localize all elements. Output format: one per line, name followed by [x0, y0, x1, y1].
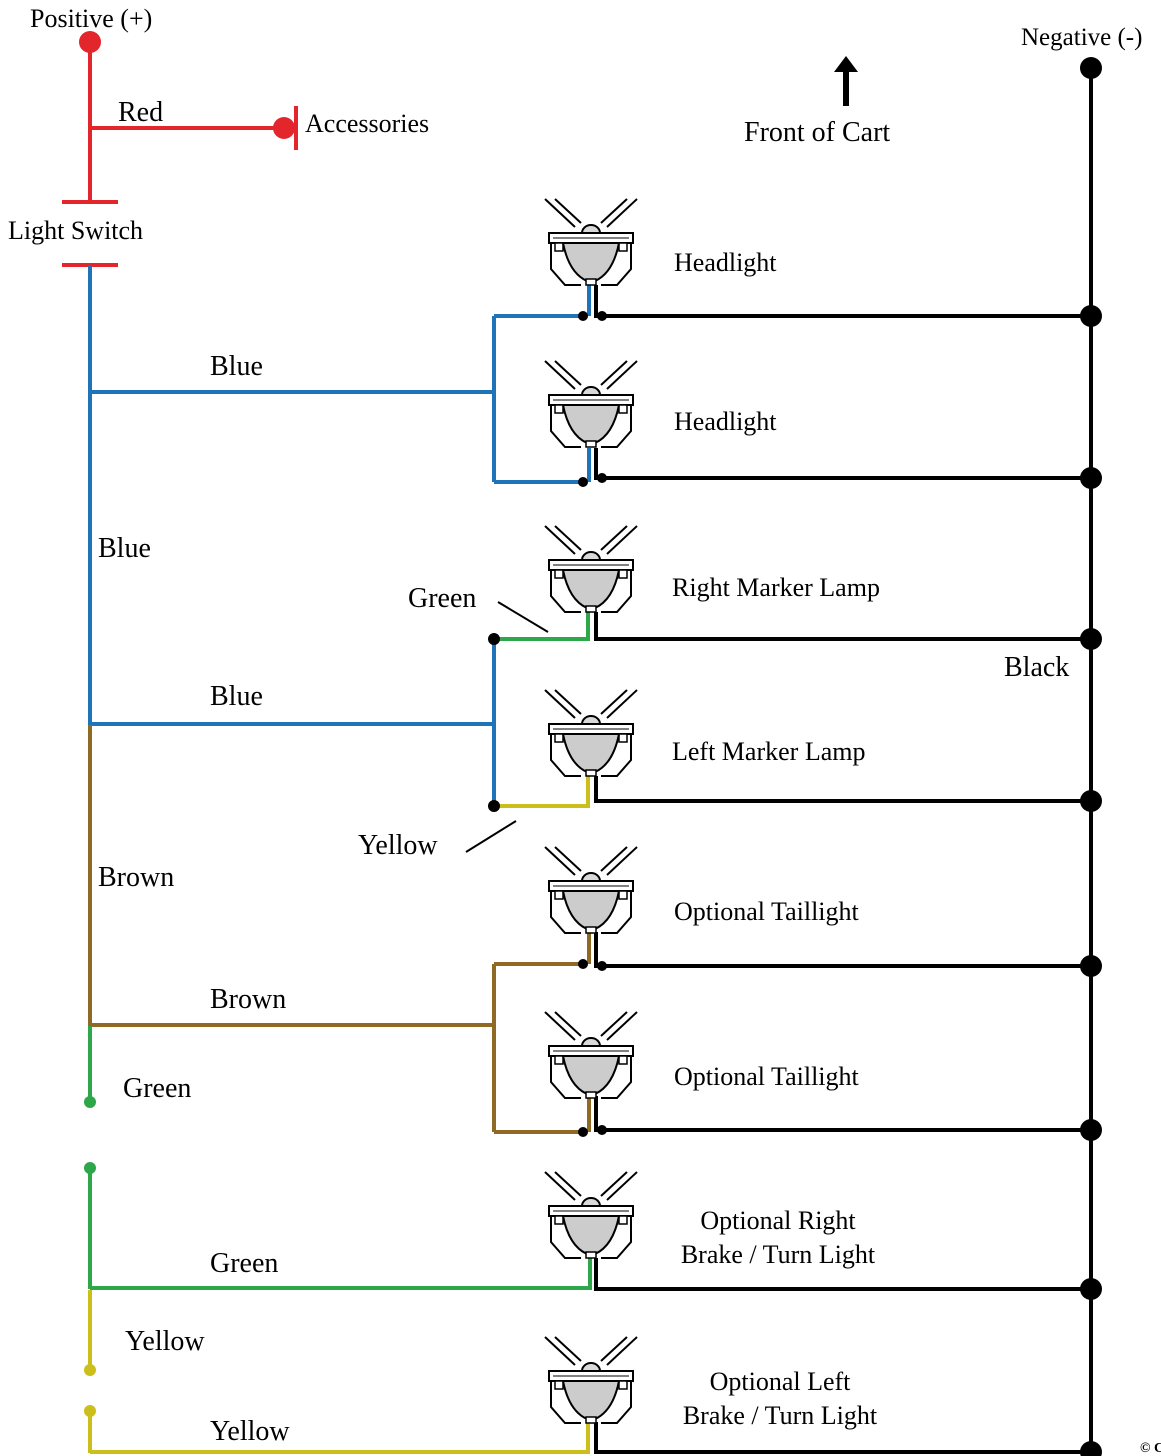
- blue-wire-label: Blue: [210, 681, 263, 712]
- lamp-label: Brake / Turn Light: [683, 1401, 878, 1430]
- junction-dot: [488, 800, 500, 812]
- marker-feeds: [494, 612, 590, 808]
- green-wire-label: Green: [210, 1248, 278, 1279]
- negative-bus: [594, 68, 1093, 1456]
- green-wire-label: Green: [123, 1073, 191, 1104]
- front-arrow-icon: [834, 56, 858, 106]
- accessories-terminal-dot: [273, 117, 295, 139]
- black-wire-label: Black: [1004, 652, 1069, 683]
- blue-wire-label: Blue: [98, 533, 151, 564]
- lamp-icon: [544, 198, 638, 286]
- lamps-layer: [544, 198, 638, 1424]
- positive-terminal-dot: [79, 31, 101, 53]
- lamp-icon: [544, 1171, 638, 1259]
- negative-label: Negative (-): [1021, 24, 1142, 51]
- green-marker-wire-label: Green: [408, 583, 476, 614]
- lamp-icon: [544, 360, 638, 448]
- positive-label: Positive (+): [30, 4, 152, 33]
- green-leader-line: [497, 601, 549, 633]
- green-terminal-dot: [84, 1096, 96, 1108]
- green-terminal-dot: [84, 1162, 96, 1174]
- lamp-label: Optional Right: [700, 1206, 856, 1235]
- lamp-label: Brake / Turn Light: [681, 1240, 876, 1269]
- yellow-leader-line: [465, 820, 517, 853]
- negative-bus-dots: [1080, 57, 1102, 1456]
- green-yellow-wiring: [88, 1026, 592, 1454]
- blue-wiring: [88, 265, 591, 806]
- brown-wire-label: Brown: [210, 984, 286, 1015]
- lamp-label: Headlight: [674, 407, 777, 436]
- lamp-label: Right Marker Lamp: [672, 573, 880, 602]
- lamp-icon: [544, 1336, 638, 1424]
- yellow-terminal-dot: [84, 1405, 96, 1417]
- lamp-label: Optional Taillight: [674, 1062, 860, 1091]
- lamp-terminal-dots: [578, 311, 607, 1137]
- lamp-icon: [544, 846, 638, 934]
- yellow-wire-label: Yellow: [210, 1416, 290, 1447]
- light-switch-label: Light Switch: [8, 216, 143, 245]
- front-of-cart-label: Front of Cart: [744, 117, 890, 148]
- accessories-label: Accessories: [305, 109, 429, 138]
- yellow-wire-label: Yellow: [125, 1326, 205, 1357]
- red-wire-label: Red: [118, 97, 163, 128]
- blue-wire-label: Blue: [210, 351, 263, 382]
- lamp-icon: [544, 1011, 638, 1099]
- lamp-icon: [544, 525, 638, 613]
- lamp-icon: [544, 689, 638, 777]
- lamp-label: Left Marker Lamp: [672, 737, 865, 766]
- yellow-marker-wire-label: Yellow: [358, 830, 438, 861]
- brown-wiring: [88, 725, 591, 1134]
- copyright-label: © C: [1140, 1441, 1161, 1456]
- yellow-terminal-dot: [84, 1364, 96, 1376]
- junction-dot: [488, 633, 500, 645]
- lamp-label: Headlight: [674, 248, 777, 277]
- lamp-label: Optional Left: [710, 1367, 852, 1396]
- lamp-label: Optional Taillight: [674, 897, 860, 926]
- brown-wire-label: Brown: [98, 862, 174, 893]
